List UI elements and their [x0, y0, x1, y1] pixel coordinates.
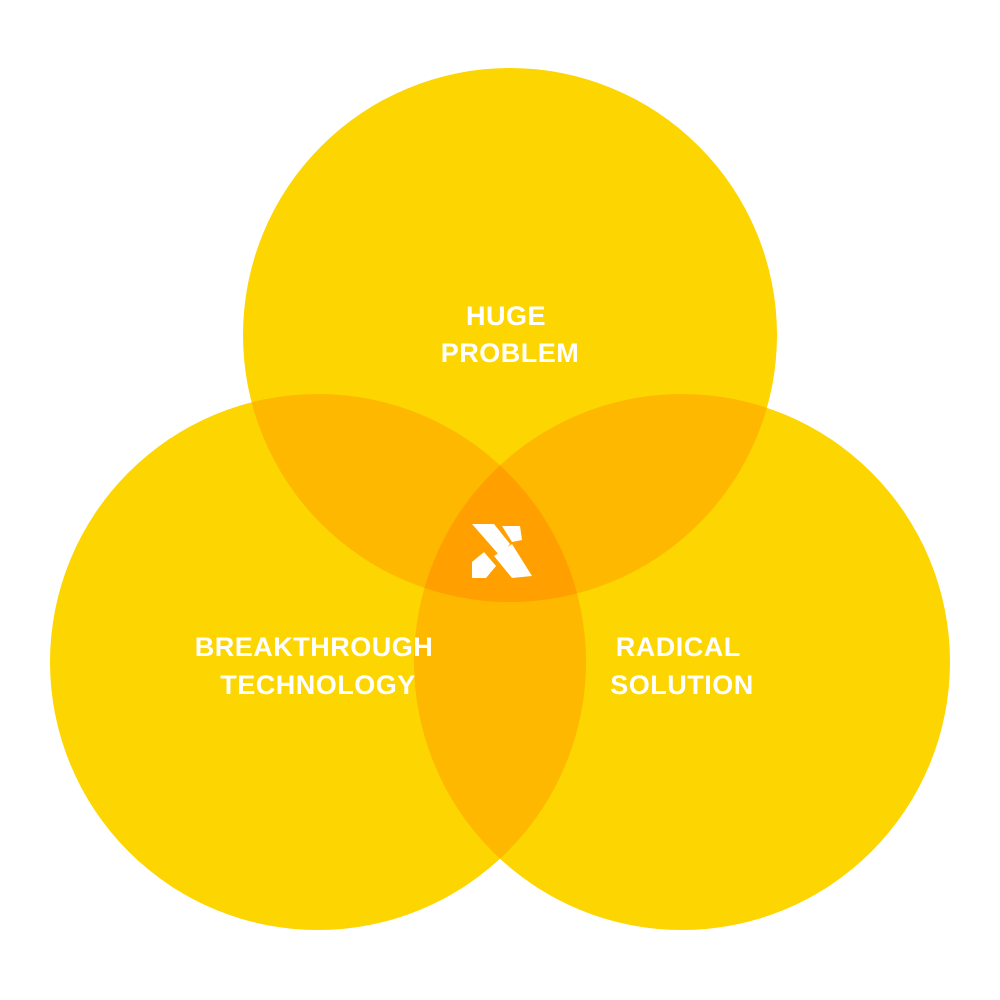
- label-huge-problem: HUGE PROBLEM: [441, 301, 580, 368]
- overlap-center: [414, 394, 586, 602]
- x-logo-icon: [472, 524, 532, 578]
- label-breakthrough-technology: BREAKTHROUGH TECHNOLOGY: [195, 632, 442, 700]
- label-radical-solution-line2: SOLUTION: [610, 670, 754, 700]
- label-breakthrough-technology-line1: BREAKTHROUGH: [195, 632, 434, 662]
- label-breakthrough-technology-line2: TECHNOLOGY: [220, 670, 416, 700]
- label-huge-problem-line2: PROBLEM: [441, 338, 580, 368]
- label-radical-solution-line1: RADICAL: [616, 632, 741, 662]
- label-huge-problem-line1: HUGE: [466, 301, 546, 331]
- label-radical-solution: RADICAL SOLUTION: [610, 632, 754, 700]
